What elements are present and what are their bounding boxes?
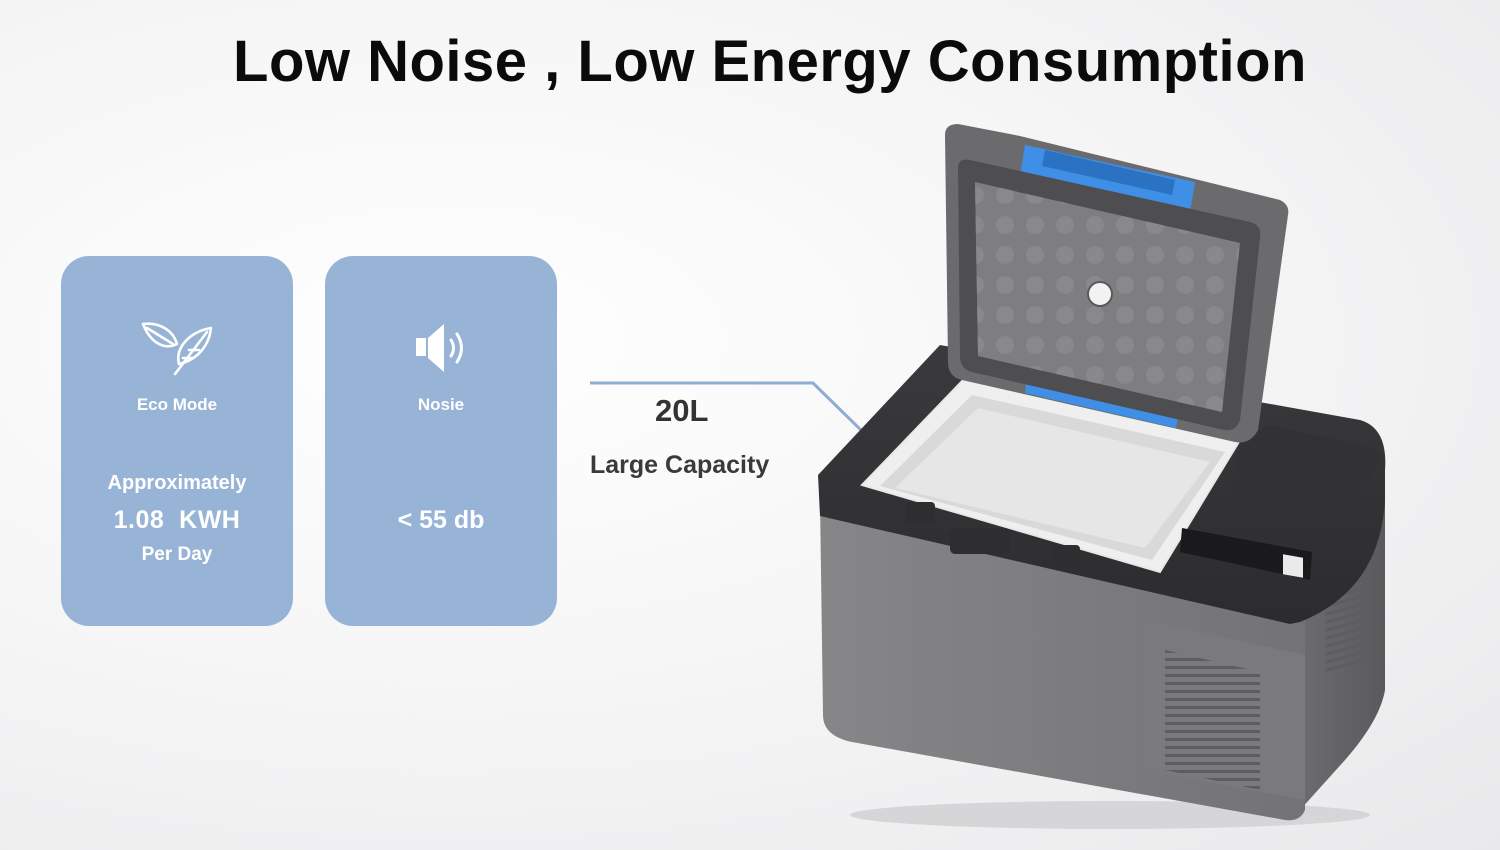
noise-label: Nosie	[417, 395, 465, 414]
capacity-label: Large Capacity	[590, 451, 770, 479]
leaf-icon	[61, 316, 293, 380]
capacity-value: 20L	[655, 393, 709, 428]
eco-energy-value: 1.08 KWH	[113, 506, 241, 534]
noise-card: Nosie < 55 db	[325, 256, 557, 626]
speaker-icon	[325, 316, 557, 380]
eco-approx-text: Approximately	[107, 472, 247, 494]
noise-value: < 55 db	[397, 506, 485, 534]
eco-mode-label: Eco Mode	[136, 395, 218, 414]
page-title: Low Noise , Low Energy Consumption	[233, 29, 1307, 94]
eco-mode-card: Eco Mode Approximately 1.08 KWH Per Day	[61, 256, 293, 626]
portable-fridge-image	[818, 124, 1386, 829]
eco-per-day-text: Per Day	[141, 544, 213, 565]
